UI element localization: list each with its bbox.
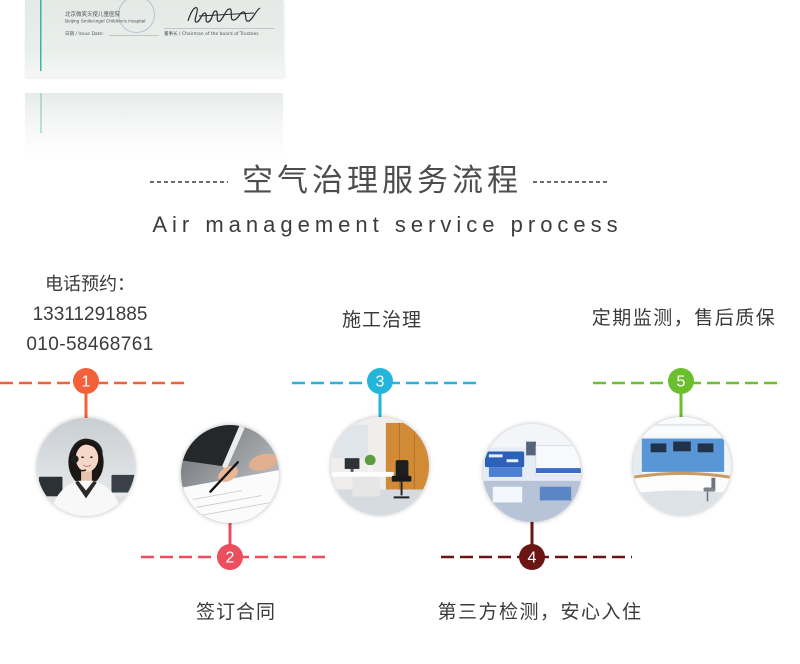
- step-3-photo: [331, 417, 429, 515]
- smile: [82, 464, 92, 467]
- headset-earcup: [70, 455, 79, 464]
- step-2-label: 签订合同: [195, 601, 276, 623]
- info-screen: [650, 443, 667, 453]
- step-3-track: 3: [292, 368, 480, 418]
- other-hand: [248, 453, 278, 471]
- paper-text-line: [192, 490, 242, 500]
- sample-box: [492, 486, 523, 503]
- desk-wood-top: [633, 471, 731, 479]
- left-eye: [81, 456, 84, 459]
- certificate-hospital-name-cn: 北京微笑天使儿童医院: [65, 11, 120, 18]
- step-4-label: 第三方检测，安心入住: [437, 601, 643, 623]
- step-2-track: 2: [141, 522, 330, 570]
- office-treatment-illustration: [331, 417, 429, 515]
- step-5-photo: [633, 417, 731, 515]
- info-screen: [673, 441, 691, 452]
- instrument-blue-strip: [535, 468, 581, 473]
- step-1-phone-mobile: 13311291885: [32, 304, 148, 325]
- dark-collar: [75, 480, 97, 499]
- certificate-content: 北京微笑天使儿童医院 Beijing SmileAngel Children's…: [25, 0, 283, 77]
- certificate-chairman-label: 董事长 / Chairman of the board of Trustees: [164, 31, 259, 37]
- plant-pot: [367, 465, 373, 472]
- step-4-marker: [519, 544, 545, 570]
- step-1-phone-landline: 010-58468761: [26, 334, 154, 355]
- paper-text-line: [202, 502, 272, 516]
- waiting-chair-back: [711, 477, 716, 490]
- step-2-photo: [181, 425, 279, 523]
- analyzer-highlight: [488, 454, 503, 458]
- certificate-date-rule: [109, 35, 159, 36]
- reflection-accent-line: [40, 93, 42, 133]
- handwritten-signature: [187, 6, 261, 23]
- desk-top: [331, 471, 394, 477]
- step-5-track: 5: [593, 368, 782, 418]
- step-4-photo: [483, 424, 581, 522]
- monitor-stand: [350, 468, 354, 472]
- blue-container: [539, 486, 572, 501]
- blue-analyzer-base: [488, 467, 523, 477]
- step-1-track: 1: [0, 368, 187, 419]
- certificate-issue-date-label: 日期 / Issue Date:: [65, 31, 104, 37]
- step-1-number: 1: [82, 374, 91, 391]
- ceiling-light-area: [483, 424, 581, 448]
- certificate-hospital-name-en: Beijing SmileAngel Children's Hospital: [65, 18, 146, 25]
- certificate-accent-line: [40, 0, 42, 71]
- signature-cross-stroke: [198, 12, 255, 17]
- left-pillar: [633, 434, 642, 492]
- fringe: [74, 441, 98, 454]
- step-2-marker: [217, 544, 243, 570]
- headset-band: [71, 438, 103, 454]
- face: [75, 444, 99, 472]
- step-3-label: 施工治理: [341, 309, 422, 331]
- step-5-number: 5: [677, 374, 686, 391]
- headset-mic: [73, 461, 87, 472]
- reception-desk: [633, 473, 731, 494]
- certificate-image: 北京微笑天使儿童医院 Beijing SmileAngel Children's…: [25, 0, 283, 77]
- lab-testing-illustration: [483, 424, 581, 522]
- reception-hall-illustration: [633, 417, 731, 515]
- certificate-signature-rule: [164, 28, 274, 29]
- title-dashes-right: [533, 181, 610, 183]
- chair-seat: [391, 475, 412, 482]
- neck: [81, 468, 92, 482]
- step-1-photo: [37, 418, 135, 516]
- step-3-marker: [367, 368, 393, 394]
- analyzer-highlight: [506, 459, 519, 463]
- step-5-label: 定期监测，售后质保: [591, 307, 777, 329]
- right-eye: [90, 456, 93, 459]
- signature-stroke: [187, 6, 261, 23]
- plant: [364, 454, 376, 466]
- title-dashes-left: [150, 181, 228, 183]
- page-subtitle: Air management service process: [152, 212, 623, 237]
- monitor: [344, 458, 360, 469]
- step-4-number: 4: [528, 550, 537, 567]
- right-monitor: [111, 474, 135, 493]
- certificate-reflection: [25, 93, 283, 163]
- left-monitor: [38, 476, 63, 497]
- step-3-number: 3: [376, 374, 385, 391]
- desk-panel: [352, 476, 380, 497]
- paper-text-line: [196, 495, 262, 508]
- chair-back: [395, 460, 409, 477]
- pen: [209, 461, 240, 493]
- customer-service-illustration: [37, 418, 135, 516]
- page-title: 空气治理服务流程: [242, 163, 522, 199]
- certificate-stamp: [118, 0, 155, 33]
- step-5-marker: [668, 368, 694, 394]
- step-1-label: 电话预约：: [45, 274, 135, 295]
- waiting-chair-seat: [703, 487, 716, 492]
- step-2-number: 2: [226, 550, 235, 567]
- control-unit: [526, 441, 536, 456]
- step-4-track: 4: [441, 520, 632, 570]
- shirt-cuff: [222, 425, 245, 471]
- step-1-marker: [73, 368, 99, 394]
- info-screen: [697, 443, 714, 453]
- contract-signing-illustration: [181, 425, 279, 523]
